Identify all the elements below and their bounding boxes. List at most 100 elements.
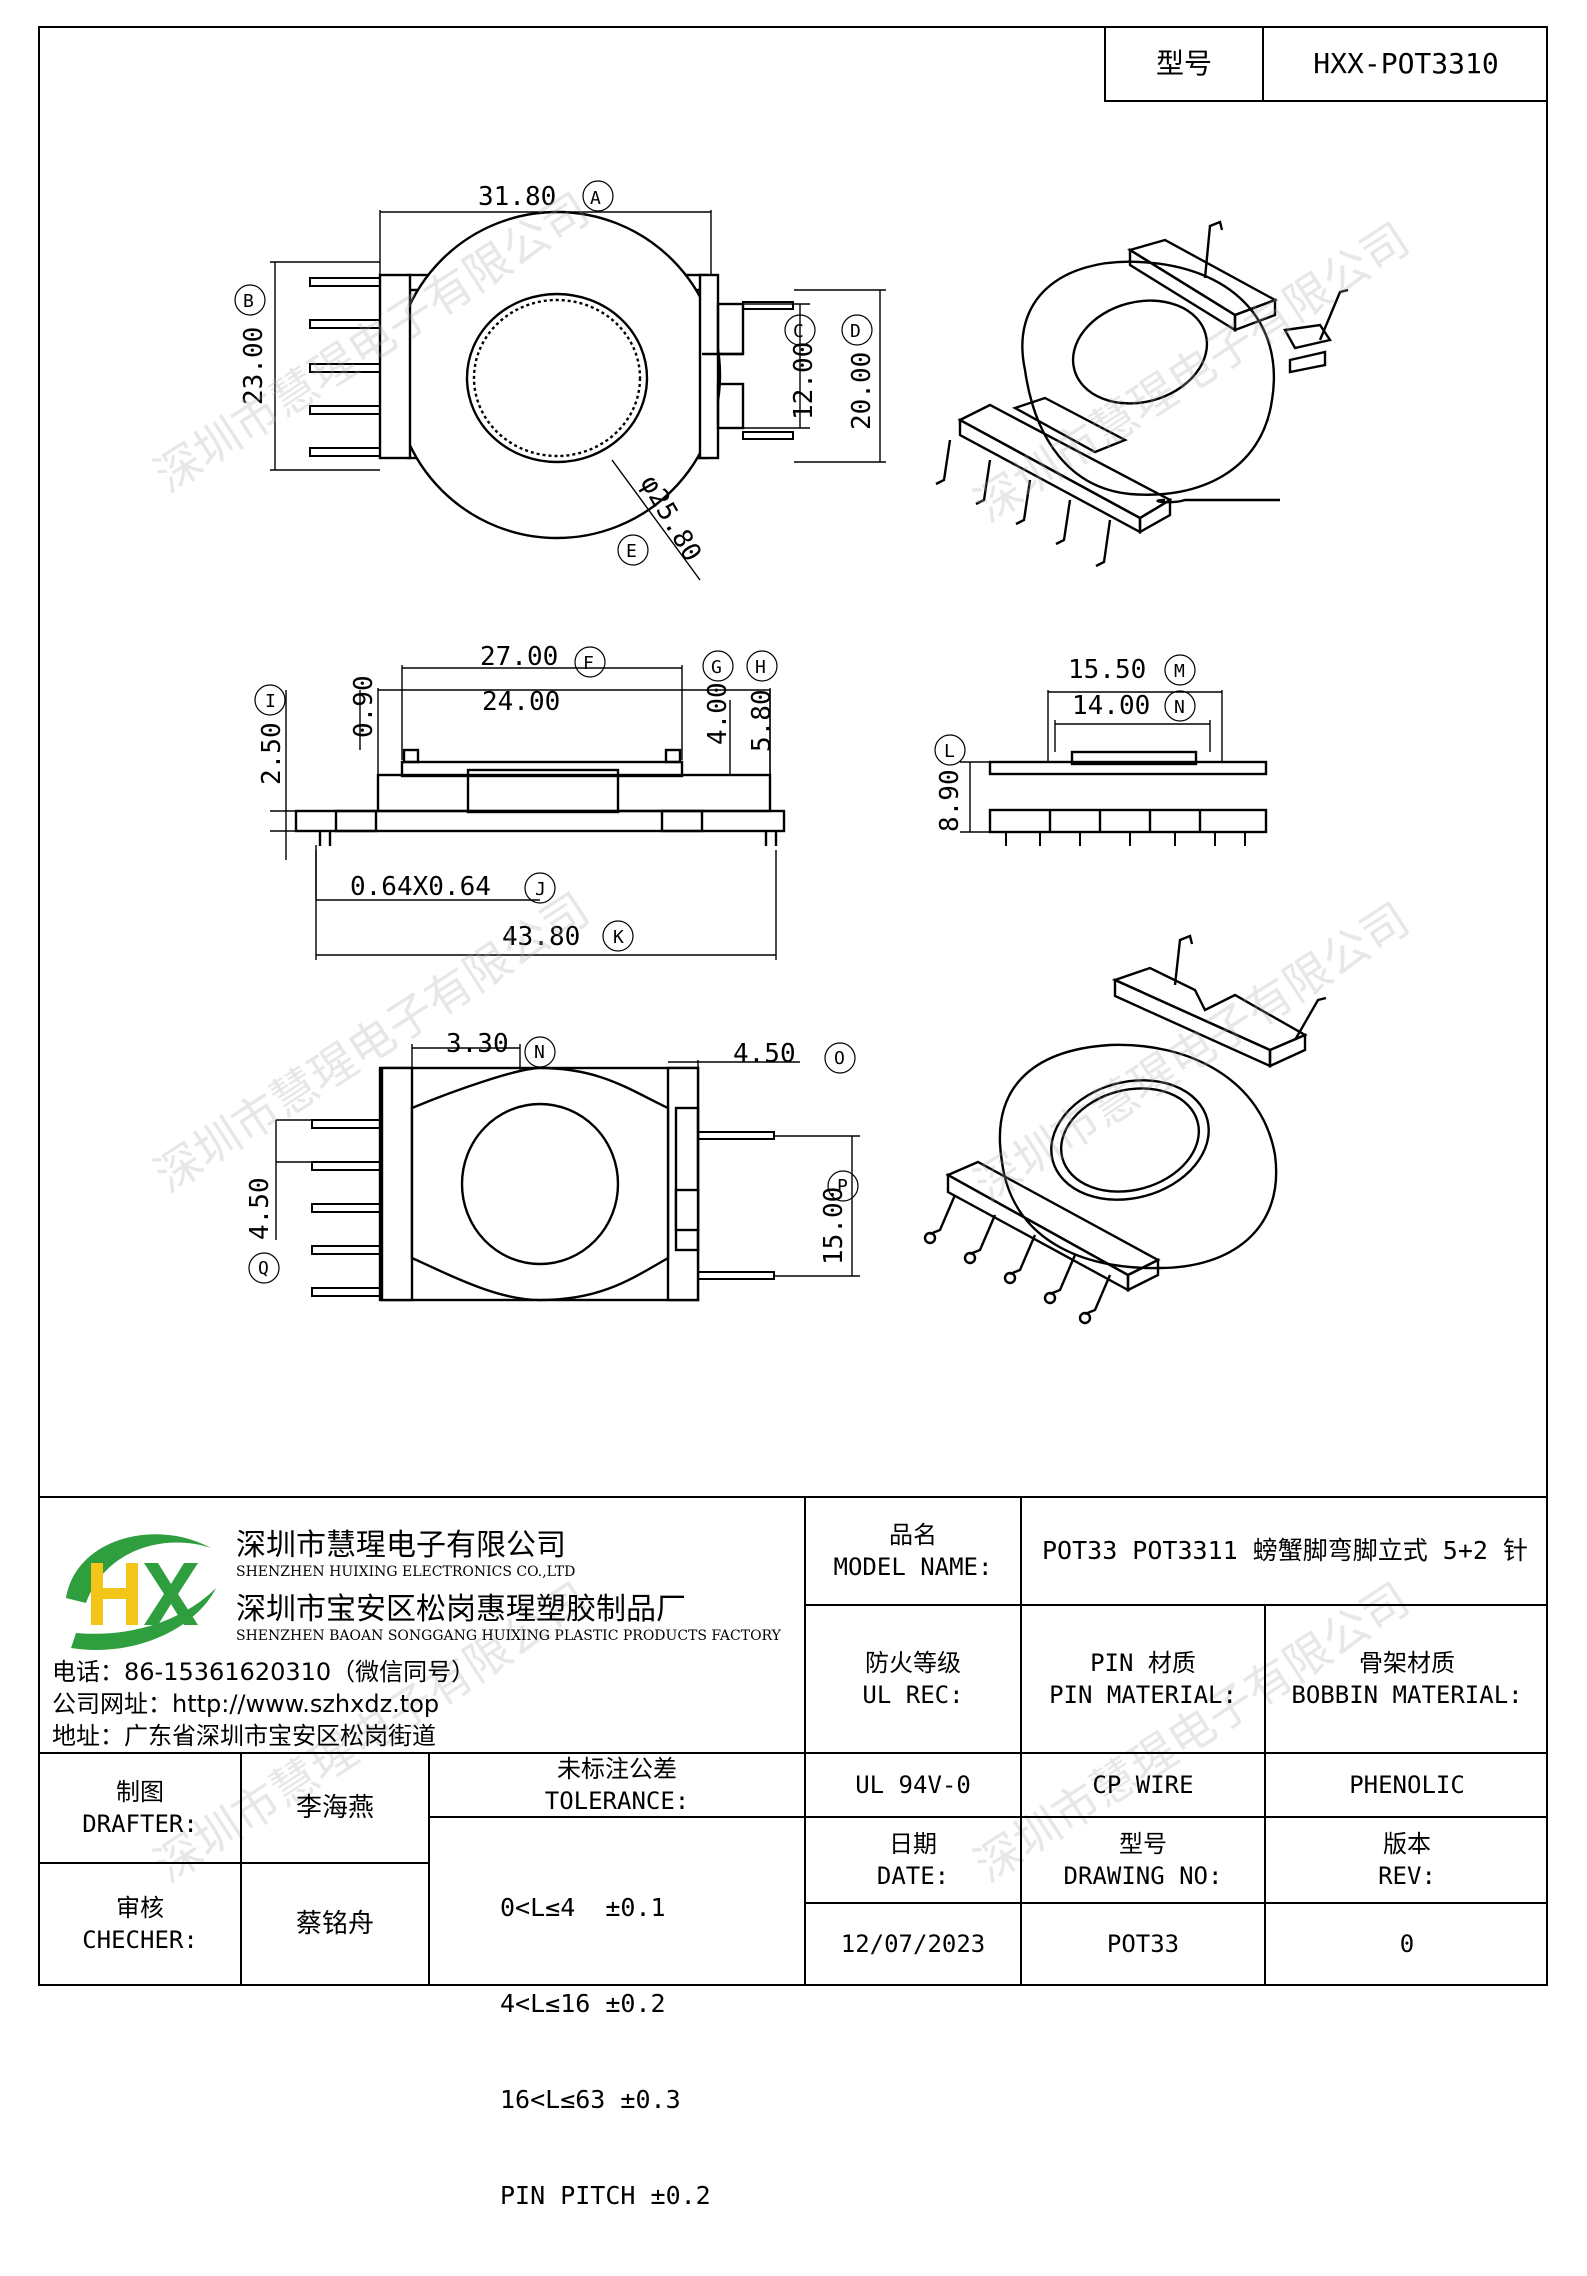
tolerance-en: TOLERANCE: — [544, 1787, 690, 1815]
dim-g: 4.00 — [703, 682, 733, 745]
drafter-name: 李海燕 — [295, 1793, 374, 1823]
dim-j-tag: J — [535, 879, 546, 900]
drawing-no-header: 型号 DRAWING NO: — [1022, 1818, 1264, 1902]
dim-l: 8.90 — [935, 769, 965, 832]
checker-header: 审核 CHECHER: — [40, 1864, 240, 1984]
model-value: HXX-POT3310 — [1313, 47, 1499, 80]
dim-e-tag: E — [626, 541, 637, 562]
dim-n2-tag: N — [534, 1042, 545, 1063]
tolerance-item: 4<L≤16 ±0.2 — [500, 1989, 666, 2018]
factory-name-en: SHENZHEN BAOAN SONGGANG HUIXING PLASTIC … — [236, 1628, 781, 1644]
dim-b-tag: B — [243, 291, 254, 312]
dim-a: 31.80 — [478, 182, 556, 212]
bobbin-cn: 骨架材质 — [1359, 1649, 1455, 1677]
drafter-header: 制图 DRAFTER: — [40, 1754, 240, 1862]
company-website[interactable]: 公司网址：http://www.szhxdz.top — [52, 1690, 440, 1718]
dim-flange: 0.90 — [349, 675, 379, 738]
dim-d: 20.00 — [847, 352, 877, 430]
dim-f: 27.00 — [480, 642, 558, 672]
company-phone: 电话：86-15361620310（微信同号） — [52, 1658, 476, 1686]
rev-header: 版本 REV: — [1266, 1818, 1548, 1902]
dim-f-tag: F — [583, 653, 594, 674]
pin-en: PIN MATERIAL: — [1049, 1681, 1237, 1709]
dim-g-tag: G — [711, 657, 722, 678]
model-name-cn: 品名 — [889, 1521, 937, 1549]
top-view — [234, 180, 886, 581]
factory-name-cn: 深圳市宝安区松岗惠瑆塑胶制品厂 — [236, 1592, 686, 1627]
date-value: 12/07/2023 — [840, 1930, 986, 1958]
date-header: 日期 DATE: — [806, 1818, 1020, 1902]
dim-i-tag: I — [265, 691, 276, 712]
dim-c: 12.00 — [789, 342, 819, 420]
tolerance-list: 0<L≤4 ±0.1 4<L≤16 ±0.2 16<L≤63 ±0.3 PIN … — [500, 1828, 711, 2276]
dim-k-tag: K — [613, 927, 624, 948]
company-name-cn: 深圳市慧瑆电子有限公司 — [236, 1528, 566, 1563]
dim-n-tag: N — [1174, 697, 1185, 718]
pin-material-header: PIN 材质 PIN MATERIAL: — [1022, 1606, 1264, 1752]
bobbin-material-header: 骨架材质 BOBBIN MATERIAL: — [1266, 1606, 1548, 1752]
logo-text: HX — [46, 1508, 48, 1509]
drafter-en: DRAFTER: — [82, 1810, 198, 1838]
pin-value: CP WIRE — [1092, 1771, 1194, 1799]
isometric-view-bottom — [923, 934, 1327, 1325]
dim-m: 15.50 — [1068, 655, 1146, 685]
dim-q-tag: Q — [258, 1258, 269, 1279]
model-name-en: MODEL NAME: — [833, 1553, 993, 1581]
header-box-left — [1104, 26, 1106, 102]
pin-cn: PIN 材质 — [1090, 1649, 1196, 1677]
ul-cn: 防火等级 — [865, 1649, 961, 1677]
checker-cn: 审核 — [116, 1894, 164, 1922]
tolerance-cn: 未标注公差 — [557, 1755, 677, 1783]
rev-en: REV: — [1378, 1862, 1436, 1890]
dim-o: 4.50 — [733, 1039, 796, 1069]
drawing-no-cn: 型号 — [1119, 1830, 1167, 1858]
dim-c-tag: C — [793, 321, 804, 342]
ul-header: 防火等级 UL REC: — [806, 1606, 1020, 1752]
dim-i: 2.50 — [257, 722, 287, 785]
header-box-bottom — [1106, 100, 1548, 102]
model-name-value: POT33 POT3311 螃蟹脚弯脚立式 5+2 针 — [1042, 1536, 1528, 1565]
drawing-no-value: POT33 — [1106, 1930, 1180, 1958]
dim-p-tag: P — [837, 1176, 848, 1197]
end-view — [934, 654, 1268, 846]
checker-en: CHECHER: — [82, 1926, 198, 1954]
dim-k: 43.80 — [502, 922, 580, 952]
side-view — [254, 646, 786, 960]
dim-p: 15.00 — [819, 1187, 849, 1265]
drawing-frame — [38, 26, 1548, 1986]
dim-n2: 3.30 — [446, 1029, 509, 1059]
ul-en: UL REC: — [862, 1681, 964, 1709]
dim-o-tag: O — [834, 1048, 845, 1069]
date-en: DATE: — [876, 1862, 950, 1890]
checker-name: 蔡铭舟 — [295, 1909, 374, 1939]
bottom-view — [248, 1036, 860, 1302]
dim-a-tag: A — [590, 188, 601, 209]
dim-d-tag: D — [850, 321, 861, 342]
tolerance-item: PIN PITCH ±0.2 — [500, 2181, 711, 2210]
bobbin-en: BOBBIN MATERIAL: — [1291, 1681, 1523, 1709]
dim-q: 4.50 — [245, 1177, 275, 1240]
dim-j: 0.64X0.64 — [350, 872, 491, 902]
dim-inner-width: 24.00 — [482, 687, 560, 717]
drafter-cn: 制图 — [116, 1778, 164, 1806]
dim-l-tag: L — [944, 741, 955, 762]
dim-n: 14.00 — [1072, 691, 1150, 721]
ul-value: UL 94V-0 — [855, 1771, 971, 1799]
header-box-top — [1106, 26, 1548, 28]
drawing-no-en: DRAWING NO: — [1063, 1862, 1223, 1890]
isometric-view-top — [935, 220, 1349, 568]
dim-h: 5.80 — [747, 689, 777, 752]
dim-b: 23.00 — [239, 327, 269, 405]
tolerance-item: 16<L≤63 ±0.3 — [500, 2085, 681, 2114]
company-name-en: SHENZHEN HUIXING ELECTRONICS CO.,LTD — [236, 1564, 576, 1580]
header-box-divider — [1262, 26, 1264, 102]
rev-value: 0 — [1399, 1930, 1415, 1958]
tolerance-item: 0<L≤4 ±0.1 — [500, 1893, 666, 1922]
dim-h-tag: H — [755, 657, 766, 678]
model-label: 型号 — [1155, 47, 1212, 80]
tolerance-header: 未标注公差 TOLERANCE: — [430, 1754, 804, 1816]
model-name-header: 品名 MODEL NAME: — [806, 1498, 1020, 1604]
technical-drawing: 31.80 A 23.00 B 12.00 C 20.00 D φ25.80 E… — [234, 180, 1349, 1325]
bobbin-value: PHENOLIC — [1349, 1771, 1465, 1799]
company-address: 地址：广东省深圳市宝安区松岗街道 — [52, 1722, 436, 1750]
